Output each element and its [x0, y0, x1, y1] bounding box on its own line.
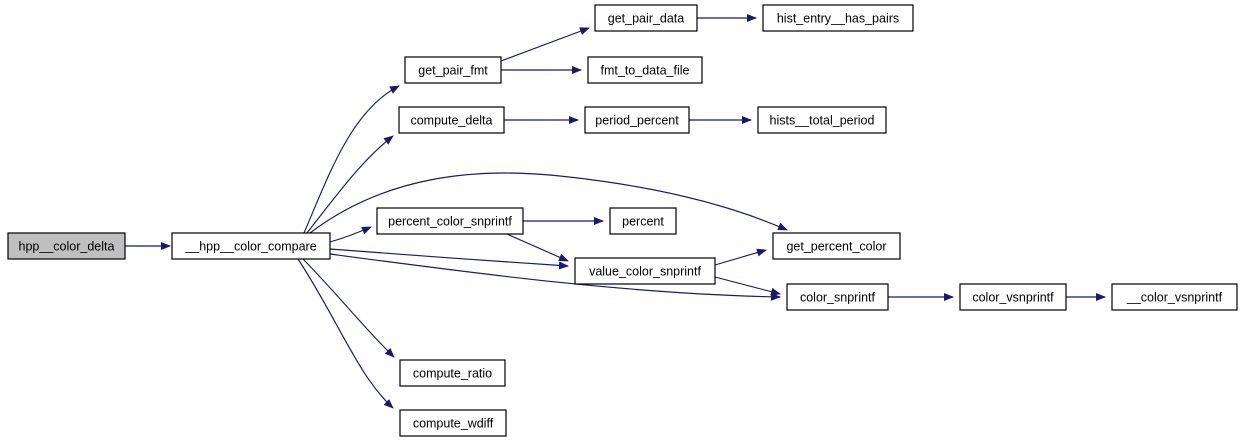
node-box-percent[interactable]: [609, 207, 677, 235]
edge-hpp-color-compare-to-color-snprintf: [329, 253, 781, 301]
node-hpp-color-compare[interactable]: __hpp__color_compare: [171, 232, 331, 260]
node-box-compute-delta[interactable]: [398, 106, 505, 134]
node-box-uu-color-vsnprintf[interactable]: [1111, 283, 1238, 311]
node-label-get-pair-data: get_pair_data: [608, 12, 685, 26]
node-label-uu-color-vsnprintf: __color_vsnprintf: [1126, 291, 1223, 305]
node-box-get-pair-data[interactable]: [594, 4, 698, 32]
node-box-fmt-to-data-file[interactable]: [587, 56, 703, 84]
node-color-snprintf[interactable]: color_snprintf: [786, 283, 889, 311]
edge-hpp-color-compare-to-value-color-snprintf: [329, 248, 569, 270]
node-box-value-color-snprintf[interactable]: [574, 257, 716, 285]
edge-value-color-snprintf-to-get-percent-color: [714, 248, 767, 266]
node-box-hpp-color-delta[interactable]: [7, 232, 126, 260]
node-box-hist-entry-has-pairs[interactable]: [762, 4, 914, 32]
edge-hpp-color-compare-to-get-percent-color: [309, 172, 788, 234]
node-label-compute-delta: compute_delta: [410, 114, 492, 128]
node-label-color-snprintf: color_snprintf: [800, 291, 876, 305]
node-percent-color-snprintf[interactable]: percent_color_snprintf: [376, 207, 524, 235]
node-period-percent[interactable]: period_percent: [584, 106, 690, 134]
node-label-value-color-snprintf: value_color_snprintf: [589, 265, 701, 279]
node-compute-ratio[interactable]: compute_ratio: [399, 359, 506, 387]
node-box-hists-total-period[interactable]: [757, 106, 887, 134]
node-label-hist-entry-has-pairs: hist_entry__has_pairs: [777, 12, 899, 26]
node-fmt-to-data-file[interactable]: fmt_to_data_file: [587, 56, 703, 84]
node-compute-delta[interactable]: compute_delta: [398, 106, 505, 134]
node-box-percent-color-snprintf[interactable]: [376, 207, 524, 235]
node-label-percent: percent: [622, 215, 664, 229]
node-box-color-vsnprintf[interactable]: [959, 283, 1067, 311]
node-label-get-pair-fmt: get_pair_fmt: [418, 64, 488, 78]
node-label-period-percent: period_percent: [595, 114, 679, 128]
node-label-get-percent-color: get_percent_color: [786, 240, 886, 254]
edge-percent-color-snprintf-to-value-color-snprintf: [506, 233, 569, 262]
node-label-compute-wdiff: compute_wdiff: [413, 417, 494, 431]
node-box-compute-wdiff[interactable]: [399, 409, 507, 437]
node-label-compute-ratio: compute_ratio: [413, 367, 492, 381]
node-box-get-percent-color[interactable]: [772, 232, 901, 260]
node-get-pair-data[interactable]: get_pair_data: [594, 4, 698, 32]
node-compute-wdiff[interactable]: compute_wdiff: [399, 409, 507, 437]
edge-hpp-color-compare-to-get-pair-fmt: [303, 85, 400, 234]
node-label-fmt-to-data-file: fmt_to_data_file: [601, 64, 690, 78]
node-label-color-vsnprintf: color_vsnprintf: [972, 291, 1054, 305]
edge-hpp-color-compare-to-compute-ratio: [302, 258, 395, 358]
node-label-hpp-color-delta: hpp__color_delta: [19, 240, 115, 254]
node-get-pair-fmt[interactable]: get_pair_fmt: [404, 56, 502, 84]
node-hpp-color-delta[interactable]: hpp__color_delta: [7, 232, 126, 260]
node-value-color-snprintf[interactable]: value_color_snprintf: [574, 257, 716, 285]
edge-value-color-snprintf-to-color-snprintf: [714, 276, 781, 296]
node-uu-color-vsnprintf[interactable]: __color_vsnprintf: [1111, 283, 1238, 311]
node-box-compute-ratio[interactable]: [399, 359, 506, 387]
node-hist-entry-has-pairs[interactable]: hist_entry__has_pairs: [762, 4, 914, 32]
edge-hpp-color-compare-to-percent-color-snprintf: [329, 226, 372, 243]
node-box-period-percent[interactable]: [584, 106, 690, 134]
node-box-get-pair-fmt[interactable]: [404, 56, 502, 84]
node-get-percent-color[interactable]: get_percent_color: [772, 232, 901, 260]
node-label-hists-total-period: hists__total_period: [770, 114, 875, 128]
node-color-vsnprintf[interactable]: color_vsnprintf: [959, 283, 1067, 311]
edge-hpp-color-compare-to-compute-wdiff: [297, 258, 394, 409]
node-label-hpp-color-compare: __hpp__color_compare: [184, 240, 316, 254]
node-percent[interactable]: percent: [609, 207, 677, 235]
node-label-percent-color-snprintf: percent_color_snprintf: [388, 215, 512, 229]
node-hists-total-period[interactable]: hists__total_period: [757, 106, 887, 134]
edge-get-pair-fmt-to-get-pair-data: [500, 27, 590, 62]
edge-hpp-color-compare-to-compute-delta: [306, 135, 394, 234]
node-box-color-snprintf[interactable]: [786, 283, 889, 311]
node-box-hpp-color-compare[interactable]: [171, 232, 331, 260]
